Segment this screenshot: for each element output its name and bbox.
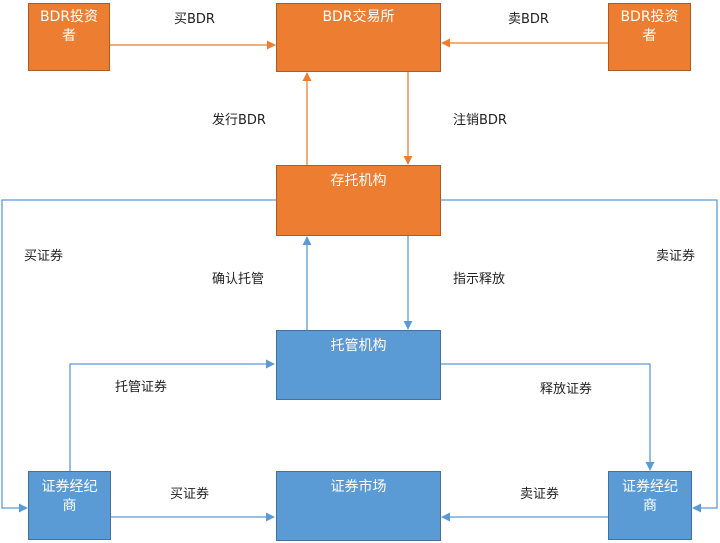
node-broker-left: 证券经纪商 [28, 471, 111, 540]
node-bdr-investor-left-label: BDR投资者 [39, 9, 99, 44]
label-buy-securities-bottom: 买证券 [170, 487, 210, 502]
label-custody-securities: 托管证券 [115, 380, 168, 395]
node-securities-market: 证券市场 [276, 471, 441, 541]
node-broker-right-label: 证券经纪商 [622, 479, 678, 514]
label-sell-securities-bottom: 卖证券 [520, 487, 560, 502]
node-custodian-label: 托管机构 [330, 338, 387, 354]
edge-sell-securities-right [441, 199, 718, 513]
label-sell-securities-right: 卖证券 [656, 249, 696, 264]
label-buy-bdr: 买BDR [174, 12, 215, 27]
label-instruct-release: 指示释放 [453, 272, 506, 287]
label-issue-bdr: 发行BDR [212, 113, 266, 128]
label-buy-securities-left: 买证券 [24, 249, 64, 264]
node-bdr-exchange-label: BDR交易所 [322, 9, 395, 25]
node-bdr-investor-left: BDR投资者 [28, 3, 110, 71]
label-release-securities: 释放证券 [540, 382, 593, 397]
node-bdr-investor-right: BDR投资者 [608, 3, 691, 71]
node-depositary: 存托机构 [276, 165, 441, 236]
node-depositary-label: 存托机构 [330, 173, 387, 189]
node-securities-market-label: 证券市场 [330, 479, 387, 495]
node-custodian: 托管机构 [276, 330, 441, 400]
node-broker-left-label: 证券经纪商 [41, 479, 98, 514]
label-sell-bdr: 卖BDR [508, 12, 549, 27]
edge-release-securities [441, 363, 655, 471]
label-cancel-bdr: 注销BDR [453, 113, 507, 128]
node-bdr-exchange: BDR交易所 [276, 3, 441, 72]
node-broker-right: 证券经纪商 [608, 471, 692, 540]
label-confirm-custody: 确认托管 [212, 272, 265, 287]
edge-custody-securities [69, 359, 275, 471]
edge-buy-securities-left [1, 199, 276, 513]
node-bdr-investor-right-label: BDR投资者 [620, 9, 679, 44]
